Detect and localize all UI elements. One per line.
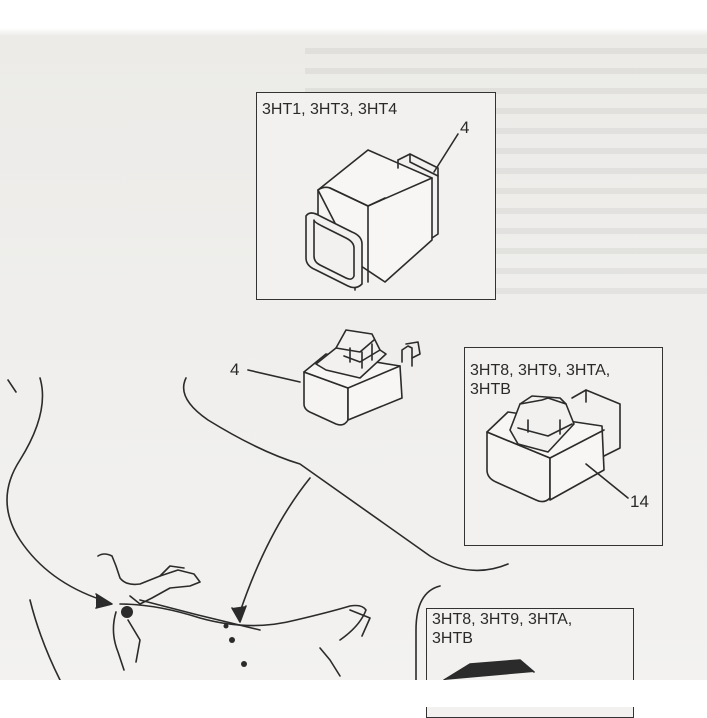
relay-box-bottom-label-2: 3HTB	[432, 630, 473, 647]
middle-relay-callout: 4	[230, 360, 240, 379]
scooter-mark-3	[241, 661, 247, 667]
relay-box-right-label-2: 3HTB	[470, 381, 511, 398]
relay-box-top-label: 3HT1, 3HT3, 3HT4	[262, 101, 398, 118]
relay-box-top-callout: 4	[460, 118, 470, 137]
relay-box-right-label-1: 3HT8, 3HT9, 3HTA,	[470, 362, 611, 379]
scooter-outline	[29, 553, 371, 681]
left-tick	[7, 379, 17, 393]
scooter-mark-1	[121, 606, 133, 618]
relay-middle-illustration	[247, 329, 421, 426]
relay-top-illustration	[305, 133, 459, 291]
left-arrow-head	[95, 593, 113, 609]
bottom-relay-partial	[443, 659, 535, 681]
relay-box-bottom-label-1: 3HT8, 3HT9, 3HTA,	[432, 611, 573, 628]
page-bottom-margin	[0, 680, 707, 707]
left-curve	[6, 377, 103, 601]
bottom-bracket	[415, 585, 441, 701]
arrow-line	[239, 477, 311, 613]
arrow-head	[231, 605, 247, 623]
relay-box-right-callout: 14	[630, 492, 649, 511]
curved-bracket	[182, 377, 509, 572]
relay-right-illustration	[486, 389, 629, 503]
scooter-mark-4	[223, 623, 229, 629]
scooter-mark-2	[229, 637, 235, 643]
